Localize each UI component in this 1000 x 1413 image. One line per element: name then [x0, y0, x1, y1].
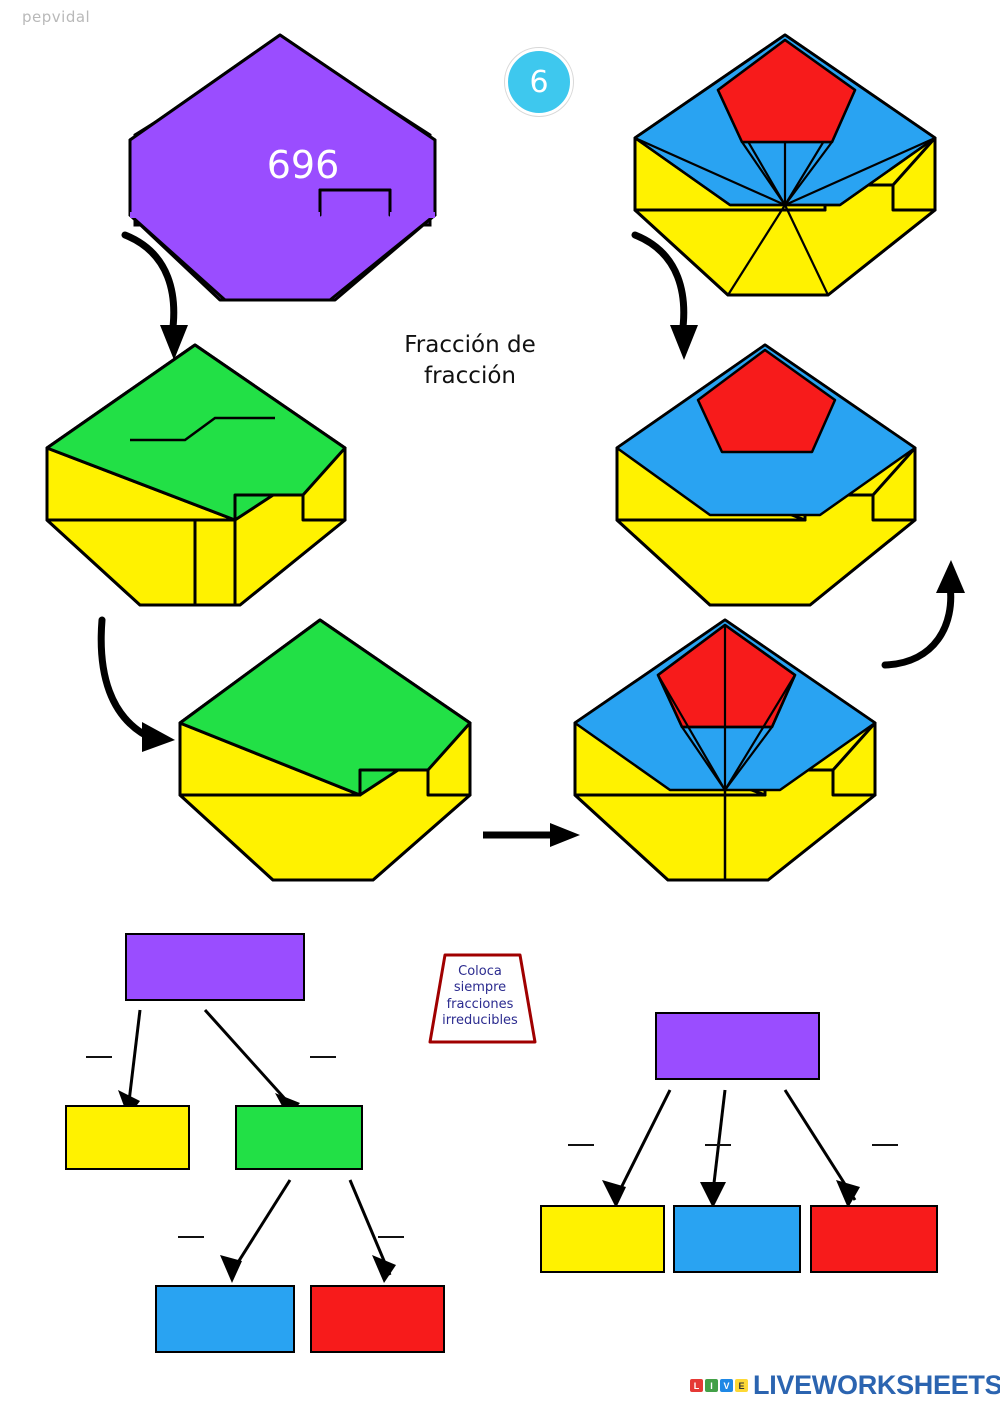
- note-line-1: Coloca: [458, 964, 502, 979]
- tree-right-yellow-box[interactable]: [540, 1205, 665, 1273]
- note-coloca-fracciones: Coloca siempre fracciones irreducibles: [425, 950, 537, 1050]
- liveworksheets-letter-blocks: L I V E: [690, 1379, 748, 1392]
- logo-letter-v: V: [720, 1379, 733, 1392]
- figure-b-solid: [615, 343, 917, 607]
- tree-left-red-box[interactable]: [310, 1285, 445, 1353]
- arrow-down-right-1: [631, 231, 698, 360]
- title-line-1: Fracción de: [404, 332, 536, 358]
- page-number-text: 6: [529, 64, 549, 100]
- tree-left-fraction-blank-2[interactable]: [310, 1056, 336, 1058]
- figure-3-green-top: [178, 618, 472, 882]
- note-line-4: irreducibles: [442, 1012, 518, 1028]
- tree-right-root-box[interactable]: [655, 1012, 820, 1080]
- arrow-right-middle: [483, 823, 580, 847]
- tree-right-red-box[interactable]: [810, 1205, 938, 1273]
- figure-label-696: 696: [266, 143, 340, 187]
- tree-left-root-box[interactable]: [125, 933, 305, 1001]
- tree-right-blue-box[interactable]: [673, 1205, 801, 1273]
- tree-left-fraction-blank-3[interactable]: [178, 1236, 204, 1238]
- watermark-pepvidal: pepvidal: [22, 8, 91, 26]
- tree-left-yellow-box[interactable]: [65, 1105, 190, 1170]
- tree-right-fraction-blank-3[interactable]: [872, 1144, 898, 1146]
- logo-letter-l: L: [690, 1379, 703, 1392]
- page-title: Fracción de fracción: [380, 330, 560, 392]
- page-number-badge: 6: [505, 48, 573, 116]
- liveworksheets-logo: L I V E LIVEWORKSHEETS: [690, 1370, 1000, 1401]
- note-line-2: siempre: [453, 980, 507, 996]
- title-line-2: fracción: [424, 363, 516, 390]
- tree-left-blue-box[interactable]: [155, 1285, 295, 1353]
- tree-right-fraction-blank-2[interactable]: [705, 1144, 731, 1146]
- tree-left-fraction-blank-1[interactable]: [86, 1056, 112, 1058]
- figure-1-purple-shape: [128, 33, 437, 302]
- figure-a-partitioned: [633, 33, 937, 297]
- arrow-down-left-1: [121, 231, 188, 360]
- tree-left-connectors: [118, 1008, 396, 1283]
- note-line-3: fracciones: [446, 996, 514, 1012]
- logo-letter-e: E: [735, 1379, 748, 1392]
- logo-letter-i: I: [705, 1379, 718, 1392]
- arrow-down-left-2: [97, 616, 175, 752]
- tree-right-connectors: [602, 1089, 860, 1208]
- arrow-up-right: [881, 560, 965, 669]
- liveworksheets-wordmark: LIVEWORKSHEETS: [753, 1370, 1000, 1400]
- note-trapezoid-shape: [428, 953, 537, 1044]
- note-text: Coloca siempre fracciones irreducibles: [425, 964, 535, 1029]
- figure-c-partitioned: [573, 618, 877, 882]
- tree-right-fraction-blank-1[interactable]: [568, 1144, 594, 1146]
- tree-left-fraction-blank-4[interactable]: [378, 1236, 404, 1238]
- figure-2-green-yellow: [45, 343, 347, 607]
- tree-left-green-box[interactable]: [235, 1105, 363, 1170]
